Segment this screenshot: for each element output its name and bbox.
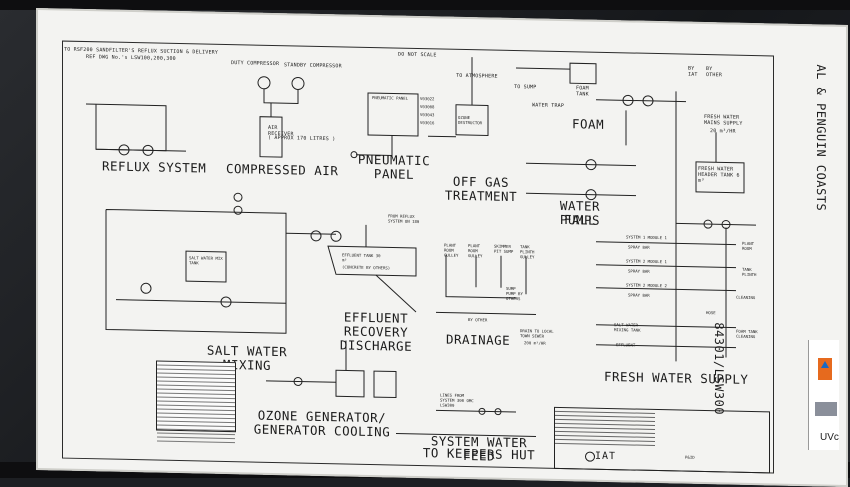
drawing-number: 84301/LSW300 [712,322,726,416]
company-name: IAT [595,450,617,463]
title-block: IAT P&ID [554,406,770,474]
keepers-title-2: TO KEEPERS HUT [422,445,536,463]
legend-table [156,360,236,444]
drawing-type: P&ID [685,454,695,460]
skimmer-pit-sump: SKIMMER PIT SUMP [494,243,514,254]
foam-tank-cleaning-label: FOAM TANK CLEANING [736,328,758,340]
reflux-system-title: REFLUX SYSTEM [102,158,207,176]
by-iat-label: BY IAT [688,65,698,78]
lines-from-system: LINES FROM SYSTEM 300 OMC LSW300 [440,392,474,408]
top-tape [0,0,850,10]
water-trap-label: WATER TRAP [532,102,565,110]
drainage-title: DRAINAGE [446,331,511,348]
uvc-text: UVc [820,432,839,443]
ozone-gen-title-2: GENERATOR COOLING [253,421,391,440]
water-fall-title-2: PUMPS [559,211,601,228]
revision-table [555,407,655,446]
by-other-label: BY OTHER [706,66,723,79]
from-reflux-label: FROM REFLUX SYSTEM ON 180 [388,213,420,225]
spray-bar-1: SPRAY BAR [628,244,650,250]
drain-flow: 200 m³/HR [524,340,546,346]
system2-module1: SYSTEM 2 MODULE 1 [626,258,667,265]
schematic-lines [86,57,756,437]
spray-bar-3: SPRAY BAR [628,292,650,298]
spray-bar-2: SPRAY BAR [628,268,650,274]
pneumatic-box-title: PNEUMATIC PANEL [372,95,409,101]
valve-2: V03008 [420,104,435,110]
fresh-water-mains-label: FRESH WATER MAINS SUPPLY [704,113,743,127]
fresh-water-header-label: FRESH WATER HEADER TANK 6 m³ [698,165,740,185]
effluent-title-3: DISCHARGE [339,337,413,354]
sump-pump-label: SUMP PUMP BY OTHERS [506,285,523,302]
salt-water-tank-label: SALT WATER MIX TANK [189,255,223,266]
compressed-air-title: COMPRESSED AIR [226,160,339,179]
valve-4: V03016 [420,120,435,126]
fresh-water-mains-flow: 20 m³/HR [710,128,736,135]
foam-tank-label: FOAM TANK [576,85,589,98]
drawing-sheet: TO RSF200 SANDFILTER'S REFLUX SUCTION & … [36,8,848,487]
do-not-scale-label: DO NOT SCALE [398,51,437,59]
pneumatic-title-2: PANEL [373,166,415,182]
cleaning-label: CLEANING [736,294,756,301]
hose-label: HOSE [706,310,716,316]
salt-water-mixing-tank-label: SALT WATER MIXING TANK [614,322,641,333]
side-title-text: AL & PENGUIN COASTS [814,64,828,212]
to-sump-label: TO SUMP [514,84,537,91]
valve-3: V03043 [420,112,435,118]
foam-title: FOAM [572,116,605,132]
fresh-water-supply-title: FRESH WATER SUPPLY [604,368,749,387]
iat-logo-icon [585,451,595,462]
up-arrow-icon [821,361,829,368]
drain-to-sewer: DRAIN TO LOCAL TOWN SEWER [520,328,554,339]
tank-plinth-gulley: TANK PLINTH GULLEY [520,244,535,260]
plant-room-gulley-2: PLANT ROOM GULLEY [468,243,483,259]
drainage-by-other: BY OTHER [468,317,488,323]
ozone-destructor-label: OZONE DESTRUCTOR [458,114,483,126]
effluent-tank-note: (CONCRETE BY OTHERS) [342,264,391,271]
duty-compressor-label: DUTY COMPRESSOR [231,60,280,68]
effluent-tank-label: EFFLUENT TANK 30 m³ [342,252,381,263]
off-gas-title-2: TREATMENT [444,187,518,205]
system2-module2: SYSTEM 2 MODULE 2 [626,282,667,289]
device-panel [815,402,837,416]
valve-1: V03022 [420,96,435,102]
standby-compressor-label: STANDBY COMPRESSOR [284,62,342,70]
to-atmosphere-label: TO ATMOSPHERE [456,72,498,80]
plant-room-gulley-1: PLANT ROOM GULLEY [444,242,459,258]
effluent-label: EFFLUENT [616,342,636,348]
tank-plinth-label: TANK PLINTH [742,266,757,278]
system1-module1: SYSTEM 1 MODULE 1 [626,234,667,241]
plant-room-label: PLANT ROOM [742,240,755,251]
